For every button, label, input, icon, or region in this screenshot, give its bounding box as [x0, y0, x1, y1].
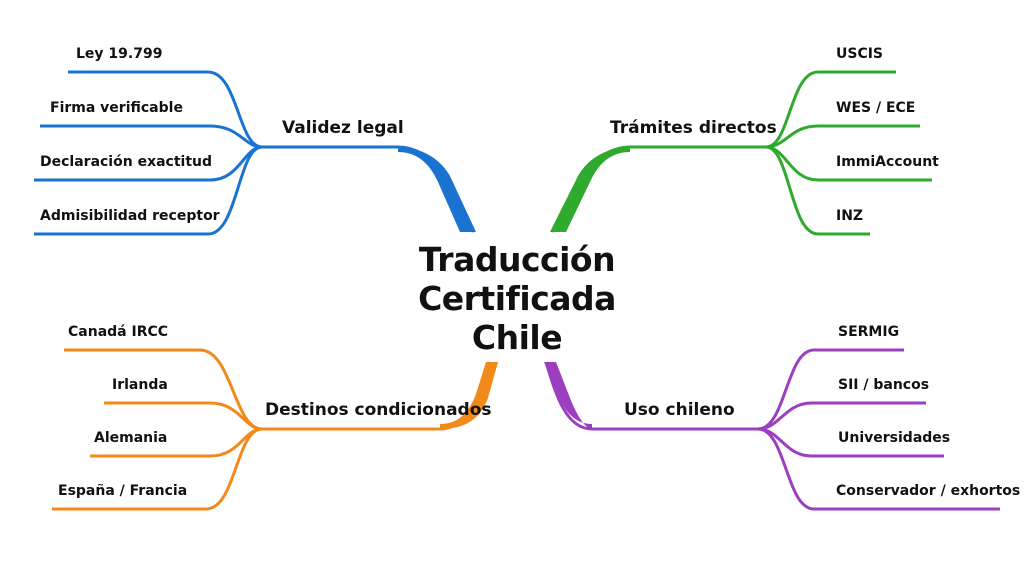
leaf-firma-verificable: Firma verificable [50, 100, 183, 116]
connector-uscis [765, 70, 896, 149]
connector-inz [765, 145, 870, 236]
leaf-declaracion-exactitud: Declaración exactitud [40, 154, 213, 170]
trunk-taper-validez-legal [398, 147, 476, 232]
connector-espana [52, 427, 263, 511]
central-topic-line-1: Traducción [418, 240, 616, 279]
leaf-uscis: USCIS [836, 46, 884, 62]
connector-irlanda [104, 401, 263, 431]
connector-conservador [757, 427, 1000, 511]
trunk-taper-tramites-directos [550, 147, 630, 232]
trunk-taper-uso-chileno [544, 362, 592, 429]
leaf-sermig: SERMIG [838, 324, 900, 340]
connector-admisibilidad [34, 145, 263, 236]
connector-ley [68, 70, 263, 149]
leaf-canada-ircc: Canadá IRCC [68, 324, 169, 340]
leaf-ley-19799: Ley 19.799 [76, 46, 163, 62]
connector-sii [757, 401, 926, 431]
connector-wes [765, 124, 920, 149]
leaf-espana-francia: España / Francia [58, 483, 188, 499]
leaf-wes-ece: WES / ECE [836, 100, 916, 116]
leaf-conservador-exhortos: Conservador / exhortos [836, 483, 1021, 499]
leaf-sii-bancos: SII / bancos [838, 377, 930, 393]
leaf-alemania: Alemania [94, 430, 168, 446]
central-topic-line-2: Certificada [418, 279, 616, 318]
leaf-inz: INZ [836, 208, 864, 224]
central-topic: Traducción Certificada Chile [412, 240, 622, 357]
trunk-taper-destinos-condicionados [440, 362, 498, 429]
connector-sermig [757, 348, 904, 431]
branch-tramites-directos: Trámites directos [610, 118, 777, 138]
leaf-irlanda: Irlanda [112, 377, 168, 393]
central-topic-line-3: Chile [471, 318, 563, 357]
branch-validez-legal: Validez legal [282, 118, 404, 138]
leaf-admisibilidad-receptor: Admisibilidad receptor [40, 208, 220, 224]
connector-firma [40, 124, 263, 149]
branch-destinos-condicionados: Destinos condicionados [265, 400, 492, 420]
leaf-immiaccount: ImmiAccount [836, 154, 939, 170]
branch-uso-chileno: Uso chileno [624, 400, 735, 420]
leaf-universidades: Universidades [838, 430, 951, 446]
